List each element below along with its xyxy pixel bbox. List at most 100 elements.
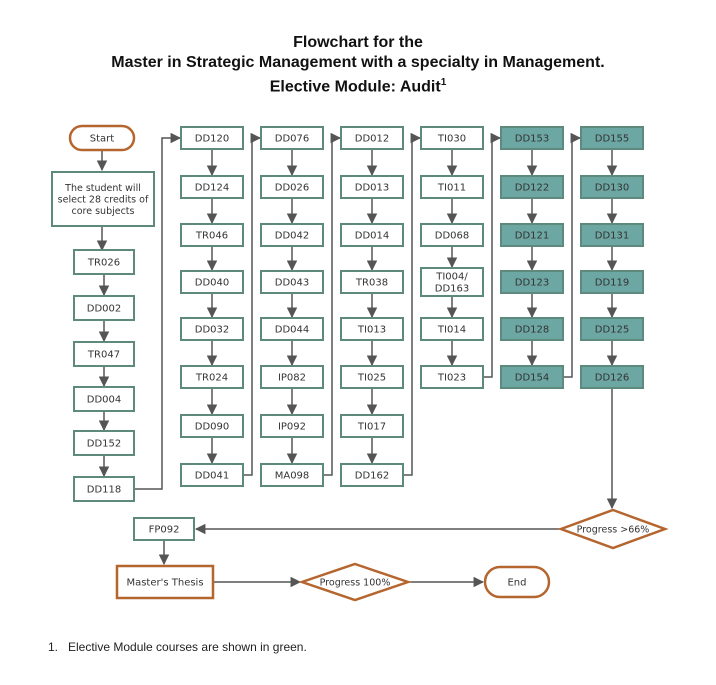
- node-tr024-label: TR024: [195, 373, 228, 384]
- title-line-3: Elective Module: Audit1: [0, 73, 716, 97]
- node-dd041-label: DD041: [195, 471, 230, 482]
- node-dd154-box: [500, 365, 564, 389]
- node-tr038-label: TR038: [355, 278, 388, 289]
- node-dd152-label: DD152: [87, 439, 122, 450]
- node-dd122-label: DD122: [515, 183, 550, 194]
- node-ti011-label: TI011: [437, 183, 466, 194]
- footnote-text: Elective Module courses are shown in gre…: [68, 640, 307, 654]
- title-line-3-text: Elective Module: Audit: [269, 78, 441, 96]
- start-label: Start: [90, 134, 115, 145]
- progress-66-diamond: [557, 508, 669, 550]
- node-dd118-box: [73, 476, 135, 502]
- node-ti025-box: [340, 365, 404, 389]
- arrow-dd041-dd076: [243, 132, 262, 476]
- node-dd012-label: DD012: [355, 134, 390, 145]
- node-ti023-box: [420, 365, 484, 389]
- node-dd155-label: DD155: [595, 134, 630, 145]
- node-ti004dd163-box: [420, 267, 484, 297]
- node-ti030-label: TI030: [437, 134, 466, 145]
- node-dd162-box: [340, 463, 404, 487]
- node-dd041-box: [180, 463, 244, 487]
- node-dd125-label: DD125: [595, 325, 630, 336]
- node-tr026-label: TR026: [87, 258, 120, 269]
- node-fp092-box: [133, 517, 195, 541]
- arrow-ma098-dd012: [323, 132, 342, 476]
- end-terminal: [483, 565, 551, 599]
- node-dd032-label: DD032: [195, 325, 230, 336]
- node-dd124-label: DD124: [195, 183, 230, 194]
- node-ti030-box: [420, 126, 484, 150]
- node-tr046-box: [180, 223, 244, 247]
- thesis-label: Master's Thesis: [126, 578, 203, 589]
- node-dd090-box: [180, 414, 244, 438]
- node-dd126-label: DD126: [595, 373, 630, 384]
- progress-100-diamond: [298, 562, 412, 602]
- footnote: 1. Elective Module courses are shown in g…: [48, 640, 307, 654]
- node-dd153-box: [500, 126, 564, 150]
- node-dd118-label: DD118: [87, 485, 122, 496]
- node-ti025-label: TI025: [357, 373, 386, 384]
- node-dd130-box: [580, 175, 644, 199]
- node-dd004-box: [73, 386, 135, 412]
- node-ti011-box: [420, 175, 484, 199]
- footnote-number: 1.: [48, 640, 59, 654]
- node-dd014-box: [340, 223, 404, 247]
- node-ti017-label: TI017: [357, 422, 386, 433]
- node-dd040-box: [180, 270, 244, 294]
- node-fp092-label: FP092: [149, 525, 180, 536]
- node-dd040-label: DD040: [195, 278, 230, 289]
- node-dd068-label: DD068: [435, 231, 470, 242]
- node-dd004-label: DD004: [87, 395, 122, 406]
- node-dd123-box: [500, 270, 564, 294]
- end-label: End: [507, 578, 526, 589]
- node-dd123-label: DD123: [515, 278, 550, 289]
- node-dd121-box: [500, 223, 564, 247]
- node-dd042-box: [260, 223, 324, 247]
- arrow-dd162-ti030: [403, 132, 422, 476]
- node-dd125-box: [580, 317, 644, 341]
- title-line-2: Master in Strategic Management with a sp…: [111, 54, 605, 71]
- node-dd121-label: DD121: [515, 231, 550, 242]
- node-dd153-label: DD153: [515, 134, 550, 145]
- thesis-box: [115, 564, 215, 600]
- node-dd120-label: DD120: [195, 134, 230, 145]
- node-ti014-box: [420, 317, 484, 341]
- node-dd131-box: [580, 223, 644, 247]
- node-dd002-box: [73, 295, 135, 321]
- node-ti017-box: [340, 414, 404, 438]
- node-dd152-box: [73, 430, 135, 456]
- progress-66-label: Progress >66%: [577, 525, 650, 536]
- node-ip092-label: IP092: [278, 422, 306, 433]
- node-ti013-box: [340, 317, 404, 341]
- node-dd076-box: [260, 126, 324, 150]
- title-line-1: Flowchart for the: [293, 34, 423, 51]
- node-dd043-label: DD043: [275, 278, 310, 289]
- node-ip092-box: [260, 414, 324, 438]
- node-dd128-box: [500, 317, 564, 341]
- node-dd130-label: DD130: [595, 183, 630, 194]
- node-dd026-label: DD026: [275, 183, 310, 194]
- node-ti023-label: TI023: [437, 373, 466, 384]
- node-ti014-label: TI014: [437, 325, 466, 336]
- progress-100-label: Progress 100%: [320, 578, 391, 589]
- intro-box: [51, 171, 155, 227]
- node-dd026-box: [260, 175, 324, 199]
- node-dd090-label: DD090: [195, 422, 230, 433]
- node-dd013-label: DD013: [355, 183, 390, 194]
- node-dd043-box: [260, 270, 324, 294]
- node-dd131-label: DD131: [595, 231, 630, 242]
- node-tr047-box: [73, 341, 135, 367]
- node-dd119-box: [580, 270, 644, 294]
- node-dd014-label: DD014: [355, 231, 390, 242]
- footnote-marker: 1: [440, 77, 447, 88]
- node-ma098-box: [260, 463, 324, 487]
- arrow-dd154-dd155: [563, 132, 582, 378]
- node-dd044-box: [260, 317, 324, 341]
- node-dd155-box: [580, 126, 644, 150]
- node-tr038-box: [340, 270, 404, 294]
- node-dd044-label: DD044: [275, 325, 310, 336]
- node-dd124-box: [180, 175, 244, 199]
- node-tr024-box: [180, 365, 244, 389]
- node-dd162-label: DD162: [355, 471, 390, 482]
